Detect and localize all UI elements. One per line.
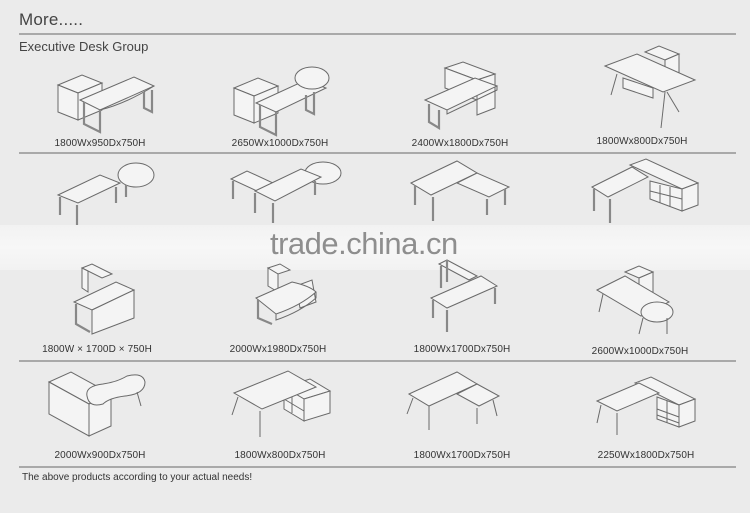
product-item[interactable] [220,60,400,160]
kidney-desk-icon [47,371,146,437]
product-item[interactable] [595,260,750,360]
product-item[interactable] [40,155,220,255]
product-label: 2000Wx1980Dx750H [229,344,327,355]
product-label: 2250Wx1800Dx750H [597,450,695,461]
desk-round-extension-pedestal-icon [595,265,674,335]
product-item[interactable] [415,60,595,160]
product-item[interactable] [595,40,750,140]
double-desk-round-extension-icon [229,161,342,223]
product-label: 2600Wx1000Dx750H [591,346,689,357]
product-item[interactable] [225,155,405,255]
product-label: 2650Wx1000Dx750H [231,138,329,149]
divider [19,152,736,154]
product-item[interactable] [230,365,410,465]
watermark-band [0,225,750,270]
product-item[interactable] [70,262,250,362]
desk-with-side-cabinet-icon [595,376,697,435]
l-shape-executive-desk-icon [72,263,136,335]
l-shape-desk-icon [409,160,511,221]
executive-desk-round-meeting-icon [232,66,330,137]
l-shape-executive-desk-icon [423,61,499,130]
product-item[interactable] [425,258,605,358]
product-label: 2400Wx1800Dx750H [411,138,509,149]
product-label: 1800W × 1700D × 750H [42,344,152,355]
curved-executive-desk-icon [255,263,317,326]
desk-with-pedestal-icon [603,45,697,129]
product-item[interactable] [45,366,225,466]
product-item[interactable] [405,155,585,255]
product-label: 1800Wx800Dx750H [234,450,326,461]
product-label: 1800Wx950Dx750H [54,138,146,149]
product-item[interactable] [250,262,430,362]
product-item[interactable] [590,155,750,255]
footer-note: The above products according to your act… [22,472,253,483]
product-item[interactable] [40,60,220,160]
l-shape-desk-icon [429,259,499,332]
page-title: More..... [19,10,84,29]
divider [19,33,736,35]
divider [19,360,736,362]
product-item[interactable] [595,375,750,475]
executive-desk-icon [56,74,156,134]
l-shape-desk-icon [406,371,501,430]
section-title: Executive Desk Group [19,39,149,54]
desk-with-side-cabinet-icon [231,370,332,437]
desk-with-side-cabinet-icon [590,158,700,223]
product-item[interactable] [405,366,585,466]
product-label: 1800Wx1700Dx750H [413,344,511,355]
product-label: 1800Wx800Dx750H [596,136,688,147]
watermark: trade.china.cn [270,226,458,261]
divider [19,466,736,468]
product-label: 1800Wx1700Dx750H [413,450,511,461]
product-label: 2000Wx900Dx750H [54,450,146,461]
desk-round-extension-icon [56,162,155,225]
